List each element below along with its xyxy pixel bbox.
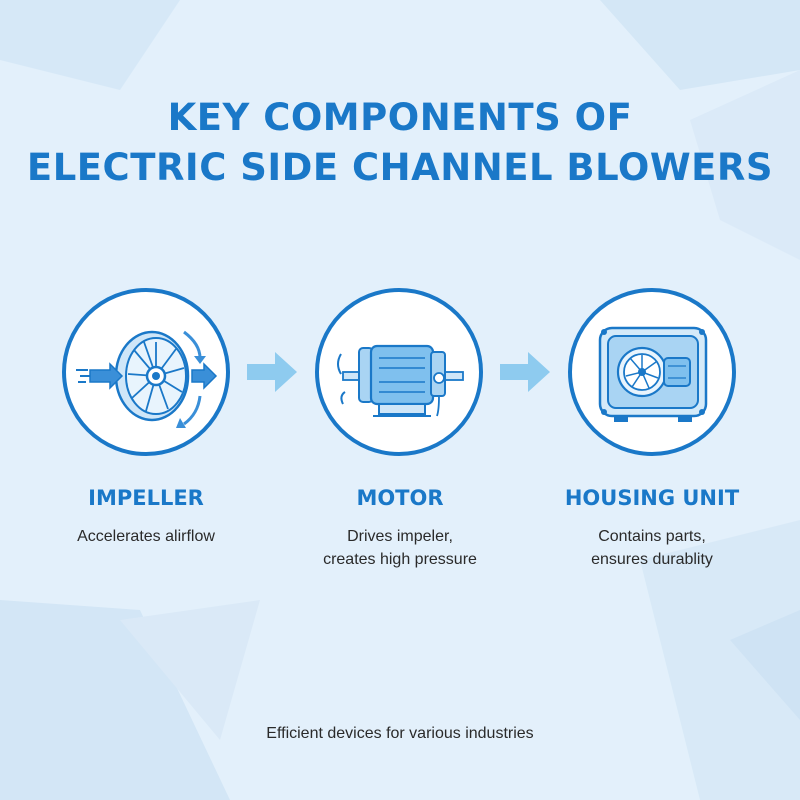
impeller-description: Accelerates alirflow [16, 525, 276, 548]
flow-arrow-2-icon [500, 352, 550, 392]
title-line-2: ELECTRIC SIDE CHANNEL BLOWERS [26, 146, 774, 189]
flow-arrow-1-icon [247, 352, 297, 392]
impeller-title: IMPELLER [88, 486, 204, 510]
motor-circle [315, 288, 483, 456]
housing-unit-description: Contains parts, ensures durablity [522, 525, 782, 571]
housing-circle [568, 288, 736, 456]
housing-unit-description-line1: Contains parts, [598, 528, 706, 545]
impeller-circle [62, 288, 230, 456]
title-line-1: KEY COMPONENTS OF [167, 96, 633, 139]
impeller-icon [76, 330, 218, 428]
motor-icon [337, 344, 464, 417]
motor-title: MOTOR [356, 486, 444, 510]
housing-unit-title: HOUSING UNIT [564, 486, 740, 510]
motor-description-line1: Drives impeler, [347, 528, 453, 545]
impeller-description-line1: Accelerates alirflow [77, 528, 215, 545]
housing-icon [598, 326, 708, 422]
footer-tagline: Efficient devices for various industries [266, 725, 534, 742]
motor-description: Drives impeler, creates high pressure [270, 525, 530, 571]
housing-unit-description-line2: ensures durablity [591, 551, 713, 568]
motor-description-line2: creates high pressure [323, 551, 477, 568]
